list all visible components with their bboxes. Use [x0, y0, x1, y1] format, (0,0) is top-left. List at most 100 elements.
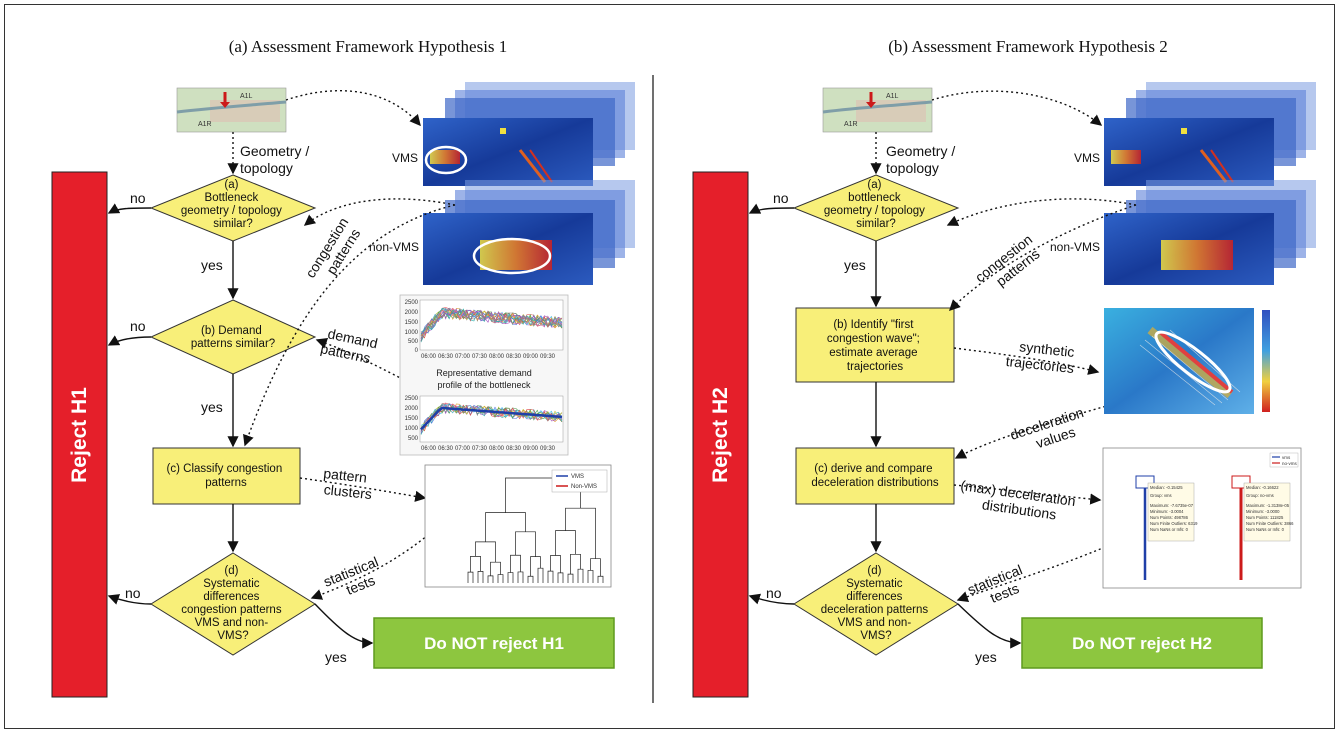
svg-text:07:30: 07:30: [472, 446, 488, 452]
map-label-a1l: A1L: [240, 93, 253, 100]
svg-text:Num NaNs or Infs: 0: Num NaNs or Infs: 0: [1246, 527, 1285, 532]
demand-ytick: 1000: [405, 330, 419, 336]
geometry-label-h1: Geometry / topology: [240, 143, 313, 176]
decision-b-h1: [149, 299, 317, 375]
svg-text:08:00: 08:00: [489, 354, 505, 360]
svg-text:2500: 2500: [405, 396, 419, 402]
dendrogram-branch: [470, 556, 481, 573]
svg-text:07:00: 07:00: [455, 354, 471, 360]
accept-box-h1: [373, 617, 615, 669]
edge-stat-h2: statistical tests: [965, 560, 1034, 613]
dendrogram-branches: [467, 477, 604, 583]
box-tooltip-right: Median: -0.16622 Group: no-vms Maximum: …: [1246, 485, 1294, 532]
dendrogram-branch: [587, 570, 594, 583]
edge-decel-h2: deceleration values: [1008, 403, 1094, 458]
dendrogram-branch: [550, 555, 561, 573]
box-legend-novms: no-vms: [1282, 461, 1298, 466]
svg-text:Minimum: -3.0004: Minimum: -3.0004: [1150, 509, 1184, 514]
svg-text:Num Points: 111825: Num Points: 111825: [1246, 515, 1284, 520]
demand-lines-top: [420, 307, 563, 343]
map-label-a1r-h2: A1R: [844, 121, 858, 128]
demand-line: [420, 308, 563, 335]
edge-yes-d-h2: yes: [975, 649, 997, 665]
reject-label-h1: Reject H1: [68, 387, 91, 483]
edge-no-d-h2: no: [766, 585, 782, 601]
decision-b-text-h1: (b) Demand patterns similar?: [191, 325, 275, 350]
svg-text:1000: 1000: [405, 426, 419, 432]
svg-text:1500: 1500: [405, 416, 419, 422]
heatmap-label-vms-h2: VMS: [1074, 151, 1100, 165]
svg-text:07:30: 07:30: [472, 354, 488, 360]
demand-caption-line2: profile of the bottleneck: [437, 380, 531, 390]
svg-text:09:30: 09:30: [540, 354, 556, 360]
map-label-a1l-h2: A1L: [886, 93, 899, 100]
heatmap-stack-nonvms-h2: [1104, 180, 1316, 285]
decision-a-text-h2: (a) bottleneck geometry / topology simil…: [824, 179, 928, 230]
svg-text:Minimum: -3.0000: Minimum: -3.0000: [1246, 509, 1280, 514]
heatmap-stack-vms-h1: [423, 82, 635, 186]
decision-a-text-h1: (a) Bottleneck geometry / topology simil…: [181, 179, 285, 230]
heatmap-stack-nonvms-h1: [423, 180, 635, 285]
accept-label-h2: Do NOT reject H2: [1072, 634, 1212, 653]
geometry-label-h2: Geometry / topology: [886, 143, 959, 176]
heatmap-label-nonvms-h2: non-VMS: [1050, 240, 1100, 254]
edge-yes-b-h1: yes: [201, 399, 223, 415]
edge-pattern-h1: pattern clusters: [321, 465, 374, 502]
svg-text:Median: -0.16622: Median: -0.16622: [1246, 485, 1279, 490]
accept-label-h1: Do NOT reject H1: [424, 634, 564, 653]
boxplot-h2: vms no-vms Median: -0.15425 Group: vms M…: [1102, 447, 1302, 589]
edge-maxdecel-h2: (max) deceleration distributions: [957, 477, 1080, 525]
demand-line: [420, 404, 563, 427]
svg-text:08:30: 08:30: [506, 354, 522, 360]
edge-no-a-h2: no: [773, 190, 789, 206]
bottleneck-map-h2: A1L A1R: [822, 87, 933, 133]
demand-ytick: 0: [415, 348, 419, 354]
process-c-h1: [152, 447, 301, 505]
decision-d-h1: [150, 552, 316, 656]
panel-h2: A1L A1R Geometry / topology VMS non-VMS: [692, 82, 1316, 698]
svg-text:500: 500: [408, 436, 419, 442]
edge-yes-a-h1: yes: [201, 257, 223, 273]
box-legend-vms: vms: [1282, 455, 1291, 460]
dendrogram-branch: [565, 507, 596, 559]
dendrogram-branch: [467, 571, 474, 583]
svg-text:08:30: 08:30: [506, 446, 522, 452]
demand-ytick: 500: [408, 339, 419, 345]
panel-h1: A1L A1R Geometry / topology VMS: [51, 82, 635, 698]
demand-ytick: 2500: [405, 300, 419, 306]
svg-text:Maximum: -1.3138e-05: Maximum: -1.3138e-05: [1246, 503, 1290, 508]
dendrogram-branch: [507, 572, 514, 583]
edge-stat-h1: statistical tests: [321, 552, 390, 605]
decision-d-h2: [793, 552, 959, 656]
svg-text:Num NaNs or Infs: 0: Num NaNs or Infs: 0: [1150, 527, 1189, 532]
title-right: (b) Assessment Framework Hypothesis 2: [888, 37, 1168, 56]
edge-yes-a-h2: yes: [844, 257, 866, 273]
reject-label-h2: Reject H2: [709, 387, 732, 483]
dendrogram-branch: [485, 512, 526, 542]
decision-d-text-h1: (d) Systematic differences congestion pa…: [181, 565, 285, 642]
process-b-text-h2: (b) Identify "first congestion wave"; es…: [827, 319, 923, 373]
title-left: (a) Assessment Framework Hypothesis 1: [229, 37, 508, 56]
reject-bar-h1: [51, 171, 108, 698]
svg-text:09:00: 09:00: [523, 354, 539, 360]
edge-congestion-h2: congestion patterns: [972, 229, 1048, 298]
demand-chart-h1: 2500 2000 1500 1000 500 0 06:00 06:30 07…: [399, 294, 569, 456]
svg-text:08:00: 08:00: [489, 446, 505, 452]
dendrogram-branch: [557, 572, 564, 583]
decision-d-text-h2: (d) Systematic differences deceleration …: [821, 565, 932, 642]
heatmap-stack-vms-h2: [1104, 82, 1316, 186]
edge-demand-h1: demand patterns: [319, 324, 383, 367]
box-tooltip-left: Median: -0.15425 Group: vms Maximum: -7.…: [1150, 485, 1198, 532]
svg-text:09:30: 09:30: [540, 446, 556, 452]
svg-text:06:00: 06:00: [421, 354, 437, 360]
heatmap-label-vms-h1: VMS: [392, 151, 418, 165]
dendrogram-branch: [530, 556, 541, 577]
svg-text:Num Finite Outliers: 3866: Num Finite Outliers: 3866: [1246, 521, 1294, 526]
dendrogram-branch: [505, 477, 581, 513]
svg-text:Group: vms: Group: vms: [1150, 493, 1172, 498]
demand-xticks-bottom: 06:00 06:30 07:00 07:30 08:00 08:30 09:0…: [421, 446, 556, 452]
demand-ytick: 1500: [405, 320, 419, 326]
svg-text:06:30: 06:30: [438, 446, 454, 452]
svg-text:Maximum: -7.6735e-07: Maximum: -7.6735e-07: [1150, 503, 1194, 508]
